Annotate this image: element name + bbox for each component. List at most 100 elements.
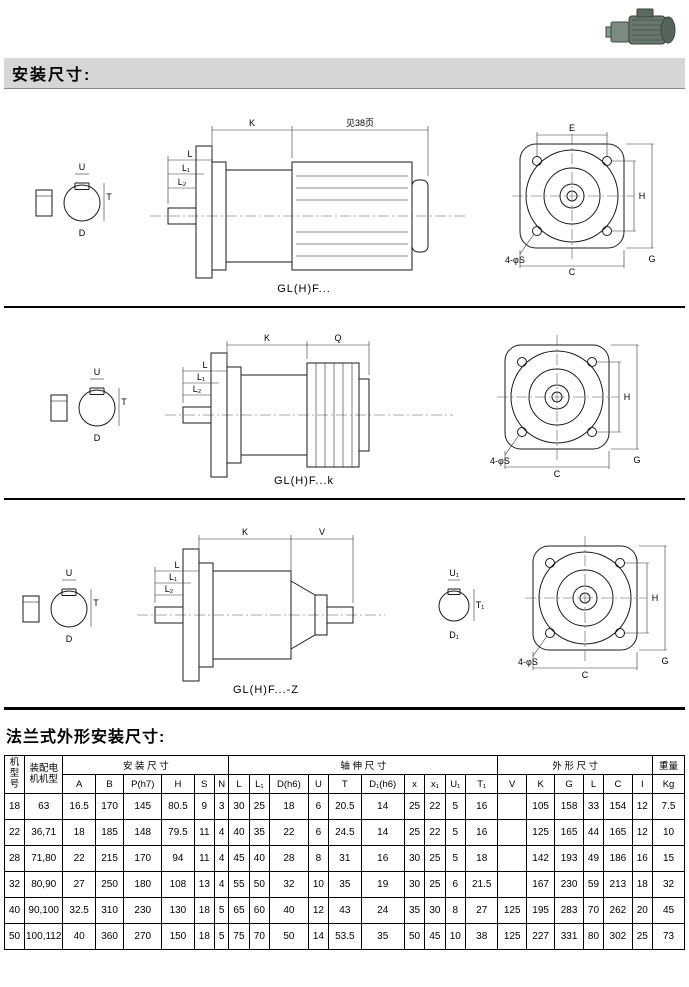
side-view-glhf-k: K Q L L₁ L₂ GL(H)F...k	[164, 333, 453, 487]
bolt-holes-callout: 4-φS	[490, 456, 510, 466]
bolt-hole	[614, 557, 625, 568]
table-cell: 130	[161, 897, 195, 924]
table-cell: 250	[94, 871, 125, 898]
shaft-front-view	[50, 590, 87, 627]
table-cell: 32	[4, 871, 25, 898]
table-cell: 16	[631, 845, 654, 872]
dim-label-l: L	[202, 360, 207, 370]
dim-label-t: T	[121, 397, 127, 407]
table-cell: 28	[4, 845, 25, 872]
column-header: U₁	[444, 774, 467, 794]
table-cell: 158	[554, 793, 584, 820]
dim-label-k: K	[248, 118, 254, 128]
table-cell: 70	[248, 923, 271, 950]
dim-label-k: K	[263, 333, 269, 343]
table-cell: 38	[465, 923, 499, 950]
drawing-row-glhf-k: U T D K Q L	[0, 308, 689, 498]
column-header: P(h7)	[123, 774, 163, 794]
table-cell: 8	[307, 845, 330, 872]
mounting-flange	[195, 145, 212, 279]
dim-label-g: G	[661, 656, 668, 666]
separator-line	[4, 306, 685, 308]
dim-label-d1: D₁	[449, 630, 459, 640]
table-cell: 50	[403, 923, 426, 950]
photo-shaft	[605, 26, 612, 38]
table-cell: 44	[582, 819, 605, 846]
table-cell: 18	[269, 793, 309, 820]
table-cell: 9	[193, 793, 216, 820]
table-cell: 32.5	[62, 897, 96, 924]
table-cell: 35	[403, 897, 426, 924]
side-view-glhf: K 见38页 L L₁ L₂ GL(H)F...	[149, 118, 468, 295]
table-cell: 45	[228, 845, 250, 872]
section-title-install-text: 安装尺寸:	[12, 67, 92, 84]
shaft-side-view	[35, 189, 52, 216]
drawing-caption: GL(H)F...k	[273, 475, 333, 487]
dim-label-h: H	[651, 593, 658, 603]
dim-label-q: Q	[334, 333, 341, 343]
table-cell: 10	[444, 923, 467, 950]
table-cell: 36,71	[23, 819, 64, 846]
dim-label-u: U	[78, 162, 85, 172]
column-header: U	[307, 774, 330, 794]
column-header: D(h6)	[269, 774, 309, 794]
column-header: T	[328, 774, 362, 794]
table-cell: 5	[214, 923, 230, 950]
table-cell: 283	[554, 897, 584, 924]
table-cell: 18	[193, 897, 216, 924]
drawing-row-glhf: U T D K 见38页	[0, 89, 689, 306]
dim-label-c: C	[568, 267, 575, 276]
shaft-front-view	[63, 184, 100, 221]
table-cell: 53.5	[328, 923, 362, 950]
table-cell: 170	[94, 793, 125, 820]
column-header: A	[62, 774, 96, 794]
table-cell: 19	[360, 871, 405, 898]
table-cell: 21.5	[465, 871, 499, 898]
table-cell: 30	[424, 897, 446, 924]
shaft-side-view	[22, 595, 39, 622]
dim-label-l1: L₁	[168, 572, 176, 582]
rear-shaft-front-view	[438, 590, 469, 621]
table-cell: 12	[631, 793, 654, 820]
table-cell: 30	[403, 871, 426, 898]
table-cell: 11	[193, 819, 216, 846]
section-title-install: 安装尺寸:	[4, 58, 685, 89]
table-cell: 105	[525, 793, 556, 820]
table-cell: 18	[631, 871, 654, 898]
separator-line	[4, 498, 685, 500]
column-header: x₁	[424, 774, 446, 794]
table-cell: 167	[525, 871, 556, 898]
table-cell: 215	[94, 845, 125, 872]
table-cell: 43	[328, 897, 362, 924]
table-cell: 11	[193, 845, 216, 872]
table-cell: 40	[4, 897, 25, 924]
dim-label-u: U	[93, 367, 100, 377]
column-header: S	[193, 774, 216, 794]
table-cell: 4	[214, 819, 230, 846]
table-cell: 154	[603, 793, 633, 820]
table-cell: 32	[652, 871, 685, 898]
table-cell: 108	[161, 871, 195, 898]
table-cell: 14	[360, 793, 405, 820]
table-cell: 45	[424, 923, 446, 950]
table-cell: 262	[603, 897, 633, 924]
dim-label-h: H	[623, 392, 630, 402]
table-cell: 5	[214, 897, 230, 924]
column-header: B	[94, 774, 125, 794]
table-cell: 195	[525, 897, 556, 924]
table-cell: 79.5	[161, 819, 195, 846]
table-cell: 55	[228, 871, 250, 898]
table-cell: 90,100	[23, 897, 64, 924]
table-cell: 16	[360, 845, 405, 872]
table-cell: 40	[269, 897, 309, 924]
flange-view-glhf-k: H G C 4-φS	[490, 335, 640, 479]
table-cell: 18	[193, 923, 216, 950]
table-cell: 3	[214, 793, 230, 820]
table-cell: 331	[554, 923, 584, 950]
bolt-hole	[544, 557, 555, 568]
table-cell: 20	[631, 897, 654, 924]
table-cell: 25	[424, 871, 446, 898]
table-cell: 22	[4, 819, 25, 846]
table-cell: 360	[94, 923, 125, 950]
